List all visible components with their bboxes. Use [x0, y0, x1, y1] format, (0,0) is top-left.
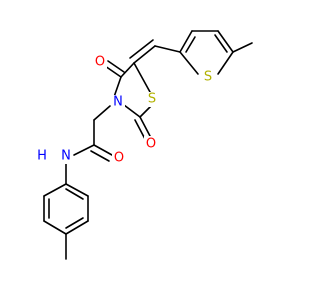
bond-ring-6-1 — [65, 183, 89, 197]
bond-c5-s1 — [133, 62, 151, 93]
oxygen-c4-label: O — [95, 55, 105, 70]
bond-camide-n — [73, 144, 95, 156]
bond-thiophene-c5-c4 — [217, 30, 234, 53]
sulfur-ring-label: S — [148, 92, 156, 107]
bond-n3-ch2 — [93, 105, 111, 121]
bond-c4-c5 — [120, 62, 135, 78]
bond-thiophene-c3-c2-double — [185, 36, 196, 53]
oxygen-amide-label: O — [114, 151, 124, 166]
bond-ring-1-2 — [43, 183, 67, 197]
bond-ring-3-4 — [43, 220, 67, 235]
sulfur-thiophene-label: S — [204, 70, 212, 85]
molecule-diagram: S S O O N O N H — [35, 30, 253, 260]
oxygen-c2-label: O — [146, 137, 156, 152]
bond-n3-c4 — [113, 76, 122, 98]
bond-camide-o-double — [90, 150, 110, 162]
bond-thiophene-c3-c2 — [179, 30, 193, 53]
bond-methyl-thiophene — [232, 42, 253, 53]
bond-camide-o — [93, 144, 113, 156]
bond-ch-c5-double — [129, 39, 154, 59]
bond-ring-4-5-double — [65, 217, 84, 229]
bond-c2-n3 — [123, 104, 141, 118]
bond-ch-c5 — [133, 45, 156, 64]
bond-thiophene-s-c5 — [217, 51, 234, 75]
nitrogen-amide-label: N — [61, 149, 71, 164]
nitrogen-ring-label: N — [113, 95, 123, 110]
bond-c2-o-double — [134, 119, 146, 140]
bond-c4-o-double — [107, 60, 125, 73]
molecule-structure: S S O O N O N H — [35, 30, 253, 260]
bond-thiophene-c5-c4-double — [214, 34, 228, 53]
atom-labels: S S O O N O N H — [35, 55, 215, 166]
bonds — [43, 30, 253, 260]
bond-c2-o — [139, 116, 151, 137]
bond-c4-o — [104, 65, 122, 78]
bond-thiophene-c2-s — [179, 51, 199, 75]
bond-ring-4-5 — [65, 220, 89, 235]
bond-ring-6-1-double — [65, 188, 84, 200]
bond-thiophene-ch — [154, 45, 181, 53]
hydrogen-amide-label: H — [37, 149, 47, 164]
